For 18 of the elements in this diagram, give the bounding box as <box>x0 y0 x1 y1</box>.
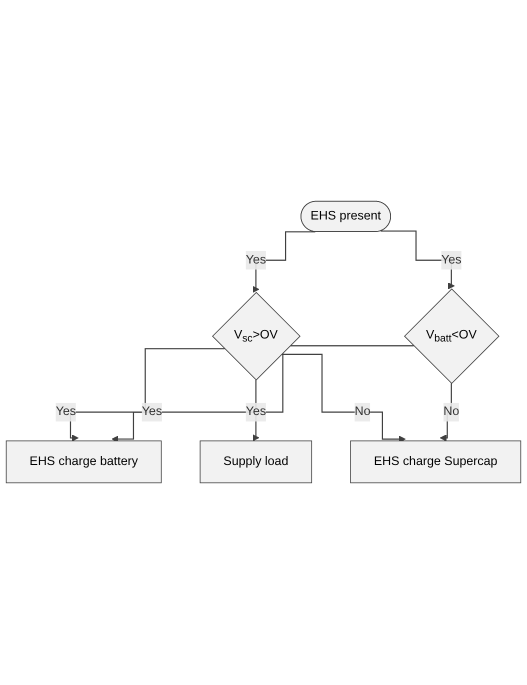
arrow <box>281 354 406 444</box>
node-diamond: V$_{batt}$<OV <box>404 288 500 384</box>
edge-label: Yes <box>246 254 266 267</box>
edge-label: Yes <box>246 406 266 419</box>
arrow <box>252 380 260 442</box>
node-box: EHS charge Supercap <box>350 440 522 484</box>
node-diamond: V$_{sc}$>OV <box>212 292 301 381</box>
node-box: EHS charge battery <box>6 440 162 484</box>
edge-label: Yes <box>56 406 76 419</box>
edge-label: Yes <box>142 406 162 419</box>
edge-label: No <box>443 406 460 419</box>
edge-label: No <box>354 406 371 419</box>
arrow <box>380 231 455 290</box>
edge-label: Yes <box>441 254 462 267</box>
arrow <box>112 346 414 443</box>
arrow <box>252 232 316 294</box>
node-box: Supply load <box>200 440 312 484</box>
arrow <box>70 348 225 442</box>
